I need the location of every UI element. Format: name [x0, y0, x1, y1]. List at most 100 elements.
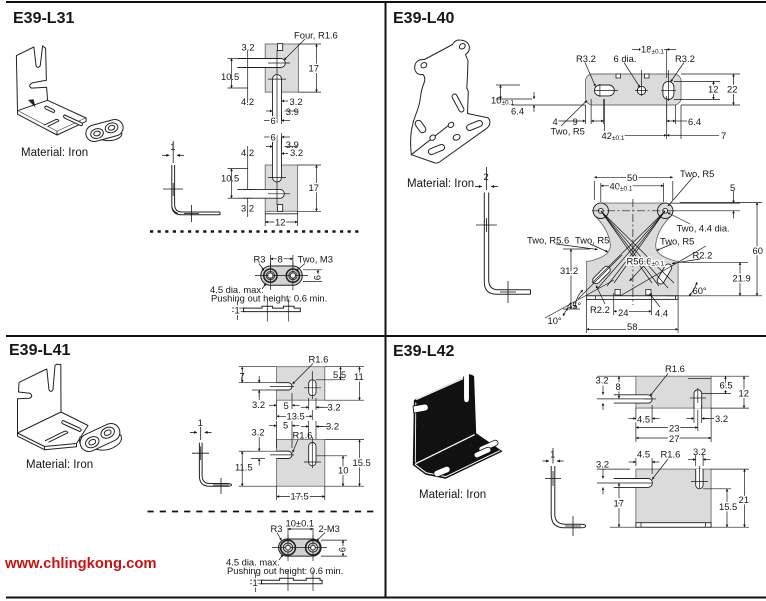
svg-text:21: 21 — [739, 494, 749, 505]
svg-text:50: 50 — [627, 172, 637, 183]
svg-text:Two, R5: Two, R5 — [680, 168, 714, 179]
svg-text:17: 17 — [309, 182, 319, 193]
svg-text:8: 8 — [278, 254, 283, 265]
svg-text:R1.6: R1.6 — [309, 354, 329, 365]
svg-text:5: 5 — [283, 420, 288, 431]
svg-text:10±0.1: 10±0.1 — [286, 518, 315, 529]
svg-text:3.2: 3.2 — [328, 402, 341, 413]
svg-text:4.2: 4.2 — [241, 147, 254, 158]
svg-text:6.5: 6.5 — [720, 380, 733, 391]
svg-text:5: 5 — [730, 182, 735, 193]
svg-text:17: 17 — [614, 498, 624, 509]
svg-text:1: 1 — [235, 305, 240, 316]
svg-text:60°: 60° — [693, 285, 707, 296]
svg-text:45°: 45° — [567, 300, 581, 311]
svg-text:17: 17 — [309, 63, 319, 74]
svg-text:E39-L31: E39-L31 — [13, 10, 74, 27]
svg-text:27: 27 — [669, 433, 679, 444]
svg-text:1: 1 — [550, 449, 555, 460]
svg-text:60: 60 — [753, 245, 763, 256]
svg-text:R3: R3 — [271, 523, 283, 534]
svg-text:12: 12 — [708, 84, 718, 95]
svg-text:Two, R5: Two, R5 — [575, 235, 609, 246]
svg-text:1: 1 — [253, 577, 258, 588]
svg-text:4.5: 4.5 — [637, 449, 650, 460]
svg-text:10.5: 10.5 — [221, 173, 239, 184]
svg-text:Two, R5: Two, R5 — [551, 126, 585, 137]
svg-text:R1.6: R1.6 — [293, 430, 313, 441]
svg-text:3.2: 3.2 — [241, 203, 254, 214]
svg-text:6 dia.: 6 dia. — [614, 53, 637, 64]
svg-text:Material: Iron: Material: Iron — [419, 489, 486, 501]
svg-text:9: 9 — [573, 116, 578, 127]
svg-text:R3: R3 — [254, 254, 266, 265]
svg-text:3.2: 3.2 — [290, 147, 303, 158]
svg-text:R3.2: R3.2 — [675, 53, 695, 64]
svg-text:R1.6: R1.6 — [661, 449, 681, 460]
svg-text:58: 58 — [627, 321, 637, 332]
svg-text:E39-L40: E39-L40 — [393, 10, 454, 27]
svg-text:3.2: 3.2 — [242, 42, 255, 53]
svg-text:Material: Iron: Material: Iron — [26, 459, 93, 471]
svg-text:7: 7 — [721, 130, 726, 141]
svg-text:2-M3: 2-M3 — [319, 523, 340, 534]
svg-text:8: 8 — [616, 381, 621, 392]
svg-text:11.5: 11.5 — [235, 462, 253, 473]
svg-text:12: 12 — [275, 217, 285, 228]
svg-text:E39-L41: E39-L41 — [9, 342, 70, 359]
svg-text:6.4: 6.4 — [511, 106, 524, 117]
svg-text:3.2: 3.2 — [596, 459, 609, 470]
svg-text:Two, R5.6: Two, R5.6 — [527, 235, 569, 246]
svg-text:4.2: 4.2 — [241, 96, 254, 107]
svg-text:1: 1 — [170, 141, 175, 152]
svg-text:5.5: 5.5 — [333, 369, 346, 380]
svg-text:R2.2: R2.2 — [693, 250, 713, 261]
svg-text:R1.6: R1.6 — [665, 363, 685, 374]
svg-text:6: 6 — [336, 547, 347, 552]
svg-text:Two, 4.4 dia.: Two, 4.4 dia. — [677, 223, 730, 234]
svg-text:15.5: 15.5 — [719, 501, 737, 512]
svg-text:15.5: 15.5 — [353, 457, 371, 468]
svg-text:6: 6 — [271, 132, 276, 143]
svg-text:5: 5 — [284, 400, 289, 411]
svg-text:22: 22 — [727, 84, 737, 95]
svg-text:Four, R1.6: Four, R1.6 — [294, 30, 338, 41]
svg-text:3.2: 3.2 — [252, 427, 265, 438]
svg-text:R56.6±0.1: R56.6±0.1 — [627, 256, 665, 268]
svg-text:10°: 10° — [548, 315, 562, 326]
svg-text:2: 2 — [484, 171, 489, 182]
svg-text:17.5: 17.5 — [291, 491, 309, 502]
svg-text:Pushing out height: 0.6 min.: Pushing out height: 0.6 min. — [227, 565, 343, 576]
svg-text:6: 6 — [271, 115, 276, 126]
svg-text:4: 4 — [553, 116, 558, 127]
svg-text:Two, R5: Two, R5 — [660, 236, 694, 247]
svg-text:3.2: 3.2 — [693, 446, 706, 457]
svg-text:Material: Iron: Material: Iron — [407, 178, 474, 190]
svg-text:Two, M3: Two, M3 — [298, 254, 333, 265]
svg-text:24: 24 — [618, 307, 628, 318]
svg-text:3.2: 3.2 — [326, 421, 339, 432]
svg-text:3.2: 3.2 — [252, 399, 265, 410]
svg-text:3.9: 3.9 — [286, 139, 299, 150]
svg-text:R2.2: R2.2 — [590, 304, 610, 315]
svg-text:Pushing out height: 0.6 min.: Pushing out height: 0.6 min. — [211, 293, 327, 304]
svg-text:3.2: 3.2 — [290, 96, 303, 107]
svg-text:3.2: 3.2 — [715, 413, 728, 424]
svg-text:4.5 dia. max.: 4.5 dia. max. — [226, 557, 280, 568]
svg-text:3.2: 3.2 — [596, 375, 609, 386]
svg-text:4.4: 4.4 — [655, 308, 668, 319]
svg-text:4.5: 4.5 — [637, 414, 650, 425]
svg-text:E39-L42: E39-L42 — [393, 343, 454, 360]
svg-text:7: 7 — [240, 371, 245, 382]
svg-text:3.9: 3.9 — [286, 106, 299, 117]
svg-text:23: 23 — [669, 423, 679, 434]
svg-text:10.5: 10.5 — [221, 71, 239, 82]
svg-text:R3.2: R3.2 — [576, 53, 596, 64]
svg-text:6.4: 6.4 — [688, 116, 701, 127]
svg-text:31.2: 31.2 — [560, 265, 578, 276]
svg-text:www.chlingkong.com: www.chlingkong.com — [4, 556, 157, 572]
svg-text:10: 10 — [338, 465, 348, 476]
svg-text:13.5: 13.5 — [287, 411, 305, 422]
svg-text:1: 1 — [198, 417, 203, 428]
svg-text:6: 6 — [311, 275, 322, 280]
